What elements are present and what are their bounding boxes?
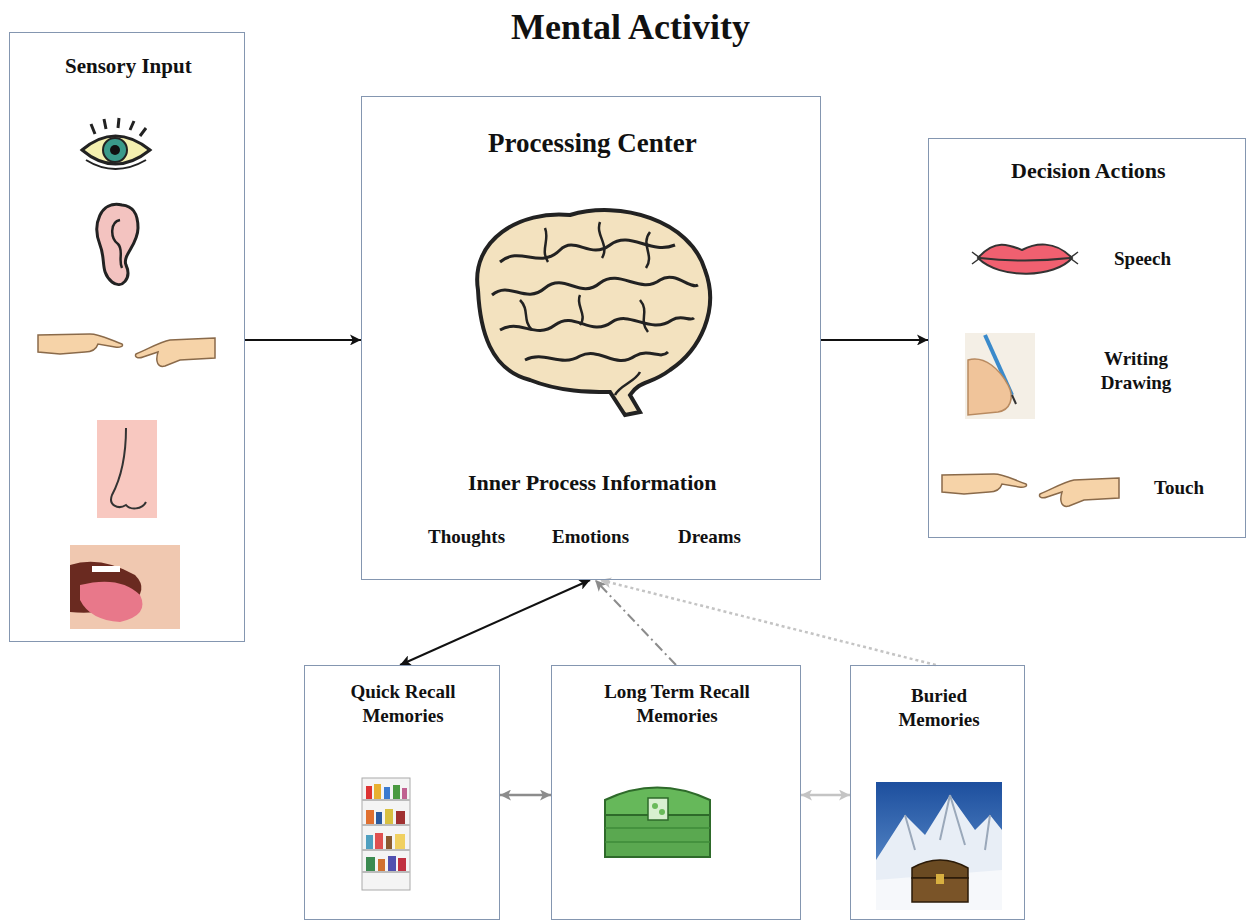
- pantry-shelves-icon-part: [362, 800, 410, 872]
- buried-treasure-icon-part: [905, 795, 990, 850]
- touching-hands-icon-part: [38, 334, 123, 354]
- pantry-shelves-icon-part: [398, 858, 406, 871]
- pantry-shelves-icon-part: [378, 859, 385, 871]
- writing-hand-icon: [965, 333, 1035, 419]
- pantry-shelves-icon-part: [375, 833, 383, 849]
- flow-arrow: [801, 794, 850, 797]
- pantry-shelves-icon-part: [402, 788, 407, 799]
- treasure-chest-icon: [605, 788, 710, 858]
- pantry-shelves-icon-part: [362, 778, 410, 890]
- pantry-shelves-icon-part: [393, 785, 400, 799]
- pantry-shelves-icon-part: [386, 836, 392, 849]
- nose-icon: [97, 420, 157, 518]
- pantry-shelves-icon-part: [385, 809, 393, 824]
- brain-illustration-part: [520, 295, 648, 332]
- input-panel: Sensory Input: [9, 32, 245, 642]
- brain-illustration-part: [525, 352, 668, 361]
- flow-arrow: [500, 794, 551, 797]
- ear-icon-part: [112, 220, 122, 268]
- treasure-chest-icon-part: [648, 798, 668, 820]
- pantry-shelves-icon: [362, 778, 410, 890]
- output-panel: Decision ActionsSpeechWriting DrawingTou…: [928, 138, 1246, 538]
- treasure-chest-icon-part: [659, 809, 665, 815]
- buried-treasure-icon: [876, 782, 1002, 910]
- flow-arrow: [400, 580, 590, 665]
- memory-box: Long Term Recall Memories: [551, 665, 801, 920]
- lips-icon-part: [978, 245, 1072, 274]
- lips-icon-part: [980, 258, 1070, 261]
- writing-hand-icon-part: [1012, 395, 1016, 404]
- pantry-shelves-icon-part: [366, 810, 374, 824]
- touching-hands-icon: [942, 474, 1119, 506]
- action-label: Speech: [1114, 247, 1171, 271]
- memory-heading: Buried Memories: [879, 684, 999, 732]
- flow-arrow: [245, 339, 361, 341]
- eye-icon-part: [110, 145, 120, 155]
- tongue-icon-part: [70, 545, 180, 629]
- brain-illustration: [477, 210, 710, 415]
- flow-arrow: [595, 580, 676, 665]
- action-label: Touch: [1154, 476, 1204, 500]
- touching-hands-icon-part: [1039, 478, 1119, 506]
- memory-heading: Quick Recall Memories: [318, 680, 488, 728]
- buried-treasure-icon-part: [936, 874, 944, 884]
- buried-treasure-icon-part: [876, 782, 1002, 910]
- tongue-icon-part: [92, 566, 120, 572]
- ear-icon: [97, 204, 138, 284]
- action-label: Writing Drawing: [1081, 347, 1191, 395]
- eye-icon-part: [82, 136, 150, 164]
- writing-hand-icon-part: [968, 359, 1011, 415]
- pantry-shelves-icon-part: [366, 835, 373, 849]
- flow-arrow: [600, 580, 936, 665]
- lips-icon-part: [972, 252, 1078, 264]
- pantry-shelves-icon-part: [374, 784, 381, 799]
- memory-box: Quick Recall Memories: [304, 665, 500, 920]
- panel-heading: Decision Actions: [1011, 157, 1166, 185]
- eye-icon-part: [91, 118, 146, 136]
- memory-heading: Long Term Recall Memories: [572, 680, 782, 728]
- flow-arrow: [821, 339, 928, 341]
- memory-box: Buried Memories: [850, 665, 1025, 920]
- eye-icon: [82, 118, 150, 169]
- pantry-shelves-icon-part: [388, 856, 396, 871]
- panel-heading: Sensory Input: [65, 53, 192, 79]
- processing-box: Processing CenterInner Process Informati…: [361, 96, 821, 580]
- brain-illustration-part: [545, 222, 650, 268]
- eye-icon-part: [86, 160, 146, 169]
- pantry-shelves-icon-part: [384, 787, 390, 799]
- pantry-shelves-icon-part: [395, 834, 405, 849]
- nose-icon-part: [97, 420, 157, 518]
- treasure-chest-icon-part: [605, 828, 710, 842]
- brain-illustration-part: [477, 210, 710, 415]
- ear-icon-part: [97, 204, 138, 284]
- pantry-shelves-icon-part: [396, 811, 405, 824]
- tongue-icon: [70, 545, 180, 629]
- brain-illustration-part: [615, 372, 640, 395]
- tongue-icon-part: [80, 582, 143, 622]
- touching-hands-icon-part: [135, 338, 215, 366]
- writing-hand-icon-part: [965, 333, 1035, 419]
- nose-icon-part: [111, 428, 146, 508]
- box-heading: Processing Center: [488, 127, 697, 161]
- box-subheading: Inner Process Information: [468, 469, 717, 497]
- eye-icon-part: [103, 138, 127, 162]
- touching-hands-icon: [38, 334, 215, 366]
- diagram-title: Mental Activity: [511, 6, 750, 48]
- pantry-shelves-icon-part: [366, 857, 375, 871]
- buried-treasure-icon-part: [876, 870, 1002, 910]
- brain-illustration-part: [492, 277, 698, 295]
- treasure-chest-icon-part: [605, 815, 710, 857]
- pantry-shelves-icon-part: [376, 812, 382, 824]
- treasure-chest-icon-part: [652, 803, 658, 809]
- process-item: Emotions: [552, 525, 629, 549]
- pantry-shelves-icon-part: [366, 786, 372, 799]
- process-item: Thoughts: [428, 525, 505, 549]
- touching-hands-icon-part: [942, 474, 1027, 494]
- buried-treasure-icon-part: [876, 795, 1002, 910]
- process-item: Dreams: [678, 525, 741, 549]
- lips-icon: [972, 245, 1078, 274]
